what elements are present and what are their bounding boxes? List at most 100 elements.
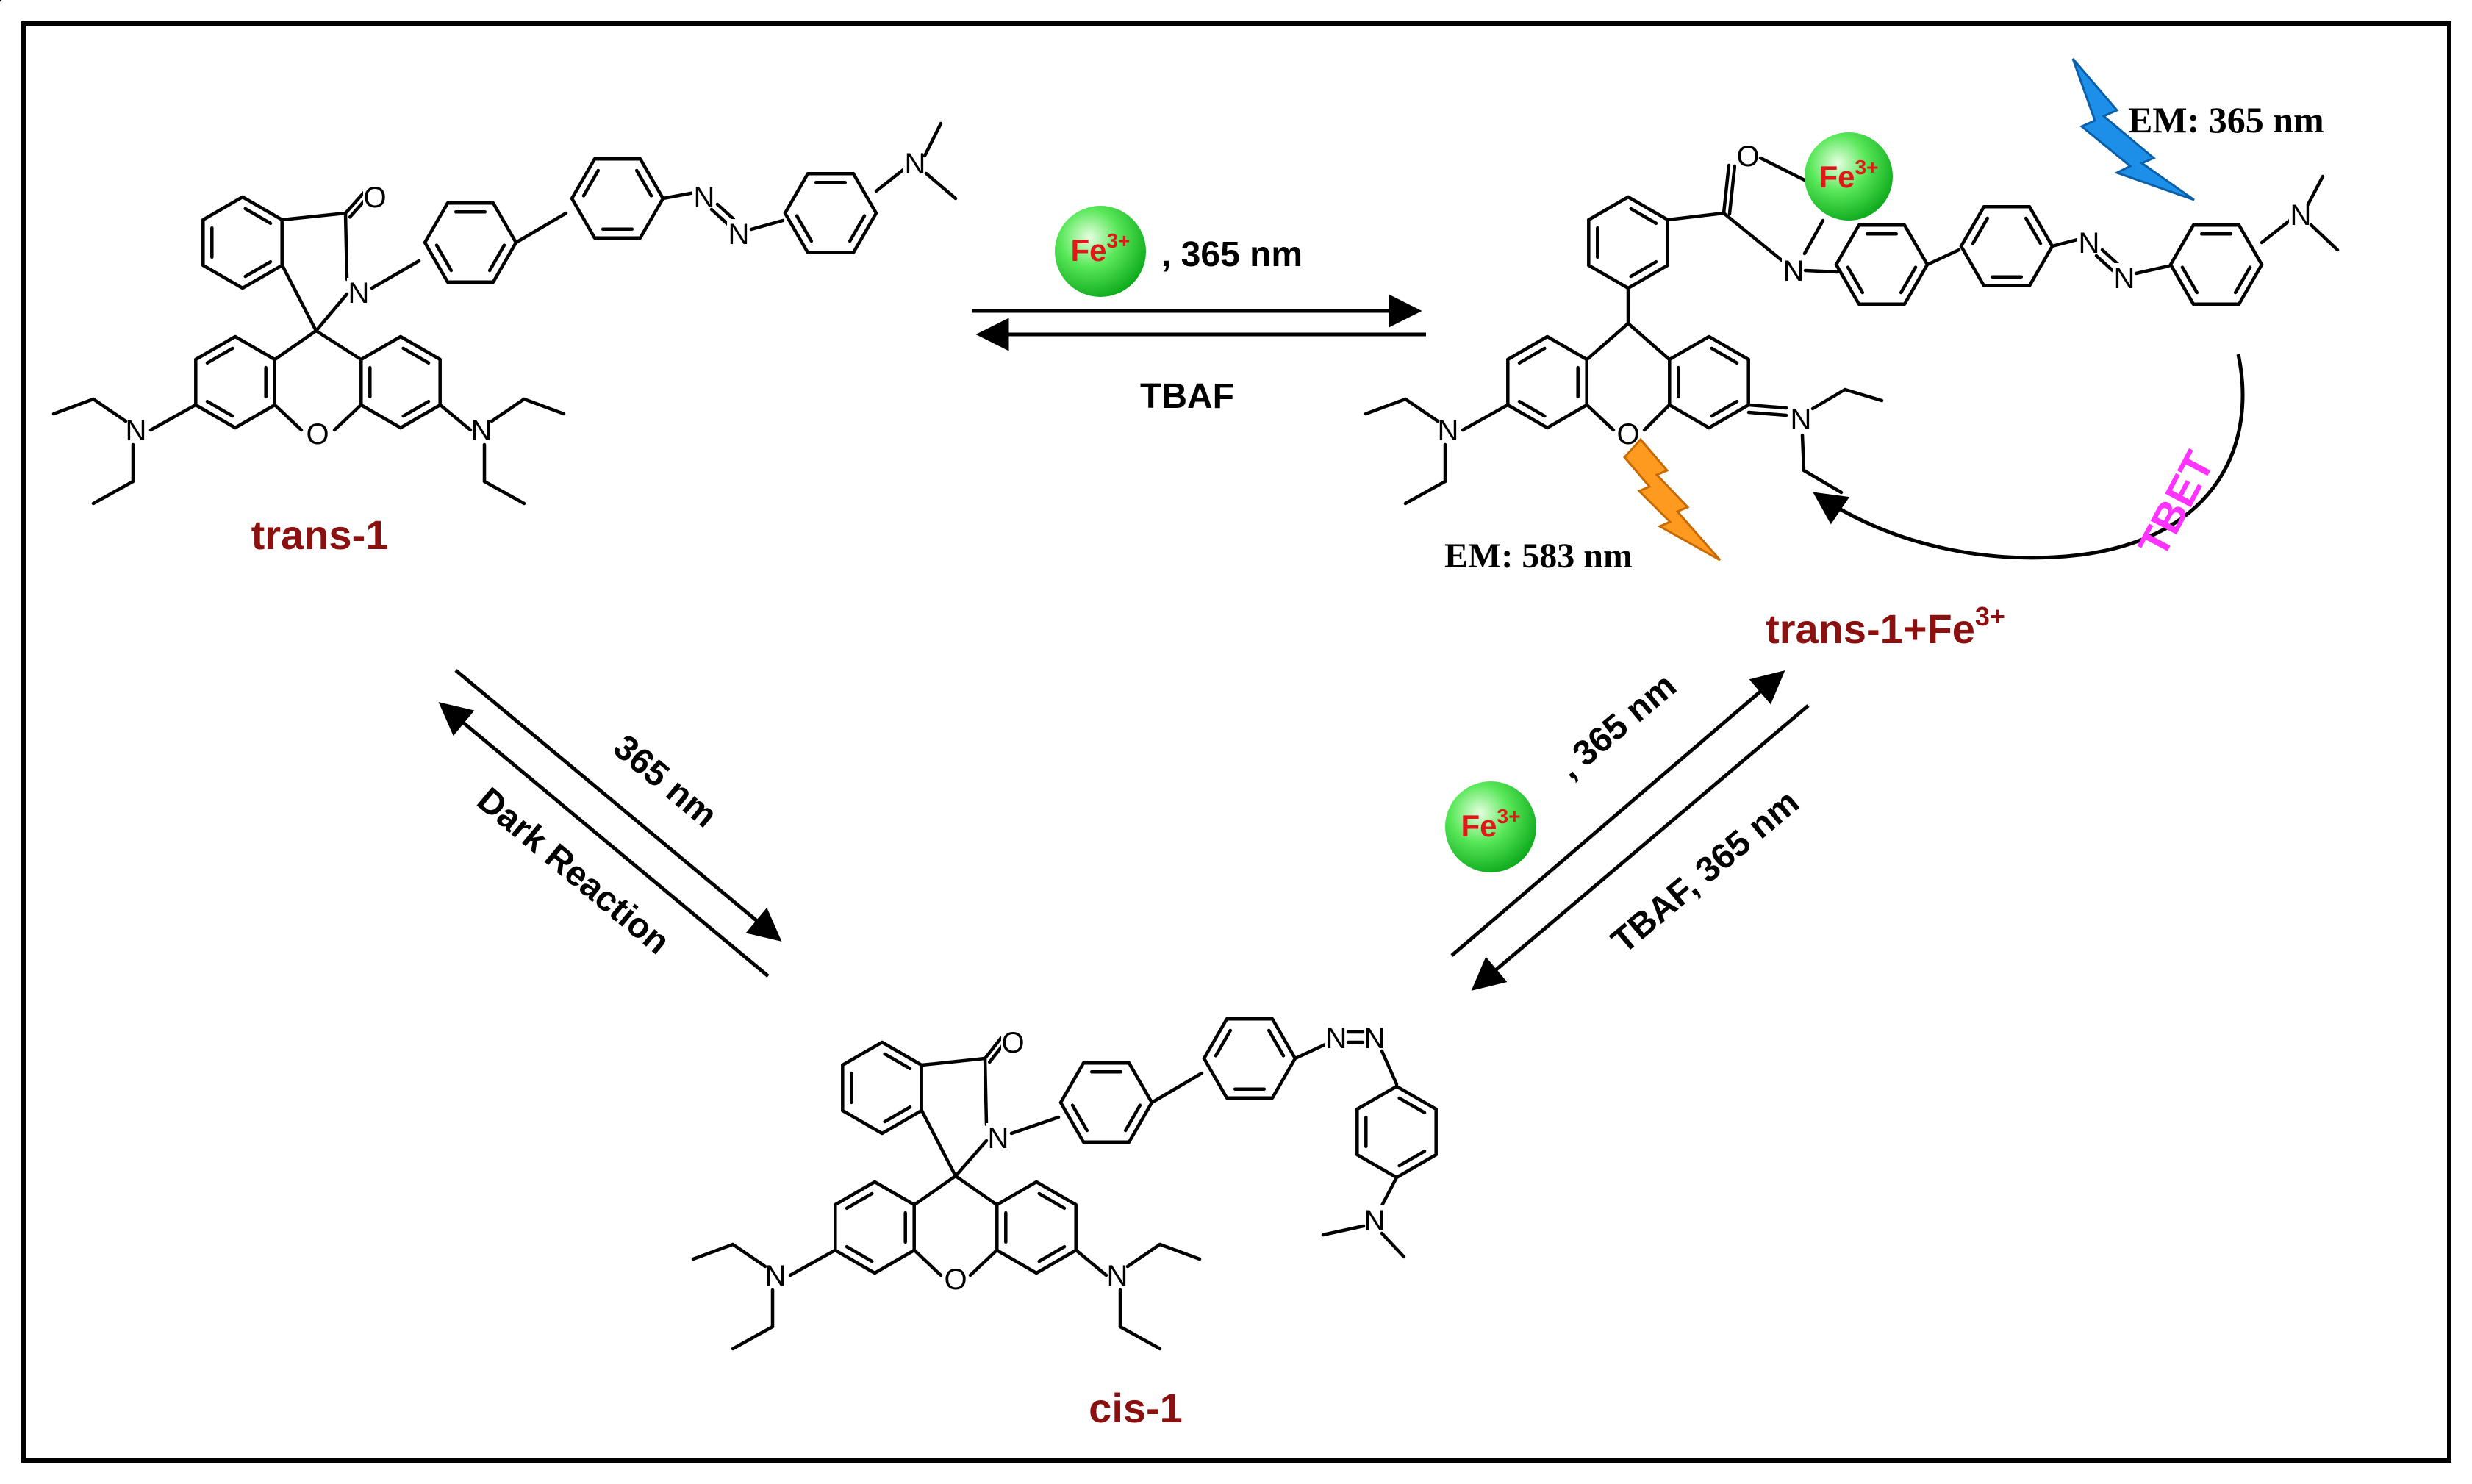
bond xyxy=(912,1174,958,1207)
bond xyxy=(638,196,665,240)
nitrogen-atom: N xyxy=(1364,1022,1386,1055)
bond xyxy=(1034,1248,1078,1275)
nitrogen-atom: N xyxy=(988,1122,1009,1155)
nitrogen-atom: N xyxy=(1438,415,1459,447)
arrow-right-forward xyxy=(1450,670,1785,957)
bond xyxy=(205,399,234,418)
atom-backdrop xyxy=(944,1264,967,1294)
bond xyxy=(795,214,814,243)
bond xyxy=(343,190,366,215)
atom-backdrop xyxy=(1736,141,1760,171)
bond xyxy=(1959,244,1986,287)
bond xyxy=(1846,265,1865,295)
bond xyxy=(1394,1084,1438,1111)
bond xyxy=(709,207,730,226)
bond xyxy=(1397,1149,1427,1168)
atom-backdrop xyxy=(470,415,493,445)
bond xyxy=(1150,1071,1204,1105)
bond xyxy=(1397,1096,1427,1115)
bond xyxy=(423,240,450,284)
bond xyxy=(1321,1224,1366,1237)
bond xyxy=(1403,479,1447,506)
bond xyxy=(1810,387,1847,411)
green-sphere-icon xyxy=(1055,206,1146,297)
tbet-group: TBET xyxy=(1813,354,2245,564)
fe-charge: 3+ xyxy=(1855,156,1879,179)
bond xyxy=(1902,262,1930,306)
bond xyxy=(2306,174,2325,207)
bond xyxy=(1746,410,1788,417)
bond xyxy=(1355,1153,1399,1180)
bond xyxy=(2134,264,2171,276)
bond xyxy=(1461,403,1510,432)
bond xyxy=(2050,237,2082,248)
excitation-group: EM: 365 nm xyxy=(2071,58,2324,201)
bond xyxy=(2233,265,2252,295)
bond xyxy=(1125,1242,1162,1269)
right-forward-condition: , 365 nm xyxy=(1550,666,1683,786)
bond xyxy=(1834,223,1861,267)
bond xyxy=(1506,334,1550,362)
oxygen-atom: O xyxy=(944,1263,967,1296)
oxygen-atom: O xyxy=(363,182,386,214)
bond xyxy=(1710,346,1739,365)
bond xyxy=(194,334,237,362)
bond xyxy=(1668,403,1711,430)
bond xyxy=(924,171,958,201)
bond xyxy=(661,190,697,201)
bond xyxy=(922,121,943,158)
top-forward-condition: , 365 nm xyxy=(1161,235,1303,274)
bond xyxy=(1267,1028,1286,1058)
bond xyxy=(788,1248,837,1277)
right-equilibrium: Fe3+ , 365 nm TBAF, 365 nm xyxy=(1445,666,1810,991)
bond xyxy=(233,403,276,430)
bond xyxy=(1214,1028,1233,1058)
bond xyxy=(1902,223,1930,267)
atom-backdrop xyxy=(727,219,750,248)
bond xyxy=(1626,263,1669,290)
atom-backdrop xyxy=(347,278,370,307)
bond xyxy=(920,1056,987,1067)
bond xyxy=(1270,1056,1297,1100)
bond xyxy=(243,259,273,279)
bond xyxy=(1626,321,1672,362)
bond xyxy=(691,1242,735,1261)
bond xyxy=(638,157,665,201)
bond xyxy=(240,263,284,290)
arrow-left-forward xyxy=(454,669,782,942)
bond xyxy=(314,329,363,362)
bond xyxy=(1202,1056,1229,1100)
nitrogen-atom: N xyxy=(471,415,492,447)
bond xyxy=(1707,334,1750,362)
green-sphere-icon xyxy=(1445,781,1536,872)
arrow-right-reverse xyxy=(1471,704,1810,991)
atom-backdrop xyxy=(2113,263,2136,293)
right-reverse-condition: TBAF, 365 nm xyxy=(1604,783,1806,961)
atom-backdrop xyxy=(363,182,387,212)
bond xyxy=(1037,1244,1067,1263)
nitrogen-atom: N xyxy=(1791,404,1812,436)
bond xyxy=(995,1248,1039,1275)
figure-border xyxy=(21,21,2451,1463)
atom-backdrop xyxy=(1436,415,1460,445)
bond xyxy=(1587,263,1630,290)
bond xyxy=(873,1248,916,1275)
bond xyxy=(359,334,403,362)
bond xyxy=(841,1108,884,1136)
bond xyxy=(1037,1191,1067,1211)
bond xyxy=(1058,1100,1086,1144)
bond xyxy=(1364,397,1408,416)
bond xyxy=(91,397,128,423)
left-equilibrium: 365 nm Dark Reaction xyxy=(438,669,782,978)
nitrogen-atom: N xyxy=(1783,255,1805,287)
tbet-arrow xyxy=(1813,354,2245,560)
bond xyxy=(482,479,526,506)
bond xyxy=(280,211,348,222)
bond xyxy=(912,1248,943,1277)
bond xyxy=(51,397,96,416)
left-reverse-condition: Dark Reaction xyxy=(470,780,677,961)
bond xyxy=(1710,399,1739,418)
bond xyxy=(438,403,473,432)
bond xyxy=(2309,223,2340,252)
